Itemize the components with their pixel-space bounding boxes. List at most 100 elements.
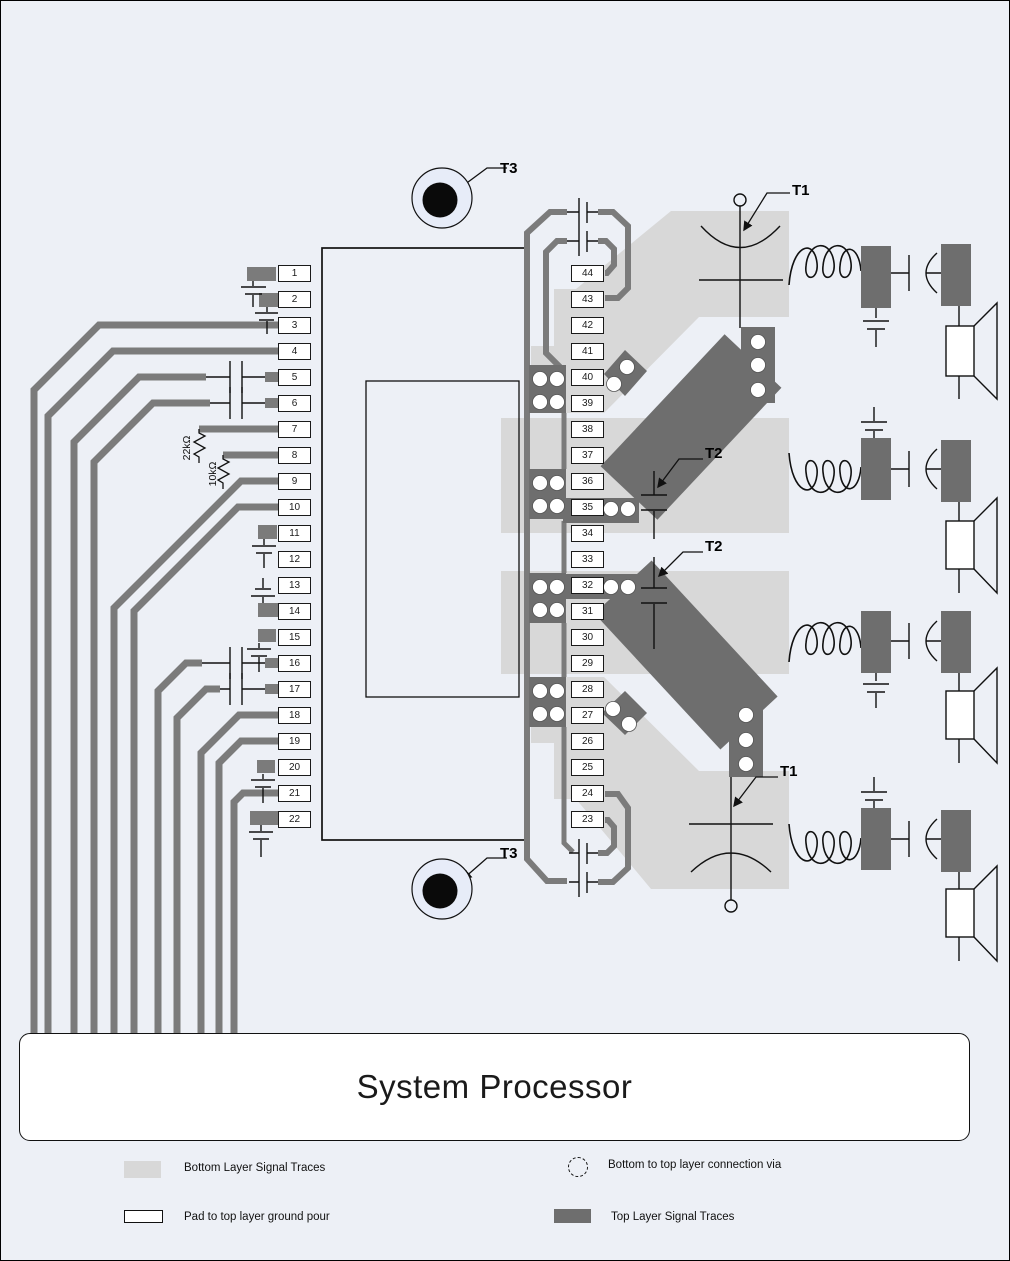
t2-capacitor-upper: [641, 471, 667, 539]
pad-ch3-b: [941, 611, 971, 673]
capacitor-loop-bottom-1: [569, 839, 598, 868]
via: [738, 732, 754, 748]
pin-4: 4: [278, 343, 311, 360]
t1-bottom-leader: [733, 776, 778, 808]
t1-top-terminal: [733, 193, 747, 207]
legend-via-label: Bottom to top layer connection via: [608, 1159, 782, 1171]
stub-pin-5: [265, 372, 278, 382]
trace-pin-5: [70, 373, 206, 1033]
capacitor-loop-top-1: [567, 198, 598, 227]
trace-pin-18: [197, 711, 278, 1033]
top-band-upper: [600, 334, 782, 520]
capacitor-pin-5: [206, 361, 265, 393]
resistor-10k-label: 10kΩ: [207, 461, 219, 487]
capacitor-ch1-series: [891, 252, 941, 294]
trace-pin-3: [30, 321, 278, 1033]
ic-outline: [321, 247, 528, 841]
legend-bottom-layer-label: Bottom Layer Signal Traces: [184, 1162, 326, 1174]
pin-16: 16: [278, 655, 311, 672]
loop-pin-44: [598, 238, 617, 276]
via: [619, 359, 635, 375]
via: [532, 706, 548, 722]
via: [532, 683, 548, 699]
bottom-pour-bottom: [531, 677, 789, 889]
trace-pin-21: [230, 789, 278, 1033]
via: [603, 579, 619, 595]
left-signal-traces: [30, 321, 278, 1033]
loop-pin-24: [598, 791, 631, 885]
inductor-ch2: [788, 452, 862, 494]
t3-top-label: T3: [500, 160, 518, 177]
legend-top-layer-label: Top Layer Signal Traces: [611, 1211, 735, 1223]
pin-26: 26: [571, 733, 604, 750]
legend-bottom-layer-swatch: [124, 1161, 161, 1178]
pin-15: 15: [278, 629, 311, 646]
channel-4: [788, 777, 998, 963]
top-band-lower: [594, 560, 778, 750]
pin-8: 8: [278, 447, 311, 464]
via: [532, 475, 548, 491]
t1-bottom-label: T1: [780, 763, 798, 780]
pad-pin-14: [258, 603, 278, 617]
t2-capacitor-lower: [641, 557, 667, 649]
pad-ch4-a: [861, 808, 891, 870]
pin-33: 33: [571, 551, 604, 568]
via: [605, 701, 621, 717]
pin-28: 28: [571, 681, 604, 698]
speaker-ch3-body: [945, 690, 975, 740]
t2-upper-leader: [657, 458, 703, 489]
series-capacitors-left: [202, 361, 265, 705]
pad-ch2-b: [941, 440, 971, 502]
via: [549, 579, 565, 595]
t3-top-leader: [458, 167, 507, 189]
via: [620, 579, 636, 595]
capacitor-pin-6: [210, 387, 265, 419]
trace-pin-19: [215, 737, 278, 1033]
pin-25: 25: [571, 759, 604, 776]
pin-43: 43: [571, 291, 604, 308]
loop-pin-43: [598, 209, 631, 301]
t2-lower-label: T2: [705, 538, 723, 555]
capacitor-ch4-shunt: [861, 777, 887, 808]
pin-1: 1: [278, 265, 311, 282]
capacitor-ch2-shunt: [861, 407, 887, 438]
pad-pin-1: [247, 267, 276, 281]
via: [549, 706, 565, 722]
pin-11: 11: [278, 525, 311, 542]
via: [738, 756, 754, 772]
pin-13: 13: [278, 577, 311, 594]
pad-ch4-b: [941, 810, 971, 872]
via: [750, 357, 766, 373]
speaker-ch1: [945, 301, 998, 401]
trace-pin-6: [90, 399, 210, 1033]
pin-23: 23: [571, 811, 604, 828]
pin-29: 29: [571, 655, 604, 672]
via: [603, 501, 619, 517]
rail-mid: [543, 238, 567, 370]
via: [549, 683, 565, 699]
pin-41: 41: [571, 343, 604, 360]
capacitor-ch1-shunt: [863, 308, 889, 347]
t3-vias: [411, 167, 473, 920]
via: [620, 501, 636, 517]
speaker-ch4: [945, 864, 998, 963]
loop-signal-traces: [524, 209, 631, 885]
inductor-ch4: [788, 823, 862, 865]
pin-10: 10: [278, 499, 311, 516]
via: [750, 382, 766, 398]
capacitor-pin-11: [252, 539, 276, 568]
t3-via-bottom-hole: [422, 873, 458, 909]
pin-44: 44: [571, 265, 604, 282]
speaker-ch4-body: [945, 888, 975, 938]
speaker-ch2-cone: [973, 496, 998, 595]
pin-31: 31: [571, 603, 604, 620]
trace-pin-10: [130, 503, 278, 1033]
via: [621, 716, 637, 732]
t1-bottom-symbol: [689, 777, 773, 900]
system-processor-title: System Processor: [356, 1068, 633, 1105]
speaker-ch1-body: [945, 325, 975, 377]
capacitor-pin-16: [202, 647, 265, 679]
resistor-22k-label: 22kΩ: [181, 435, 193, 461]
pin-2: 2: [278, 291, 311, 308]
